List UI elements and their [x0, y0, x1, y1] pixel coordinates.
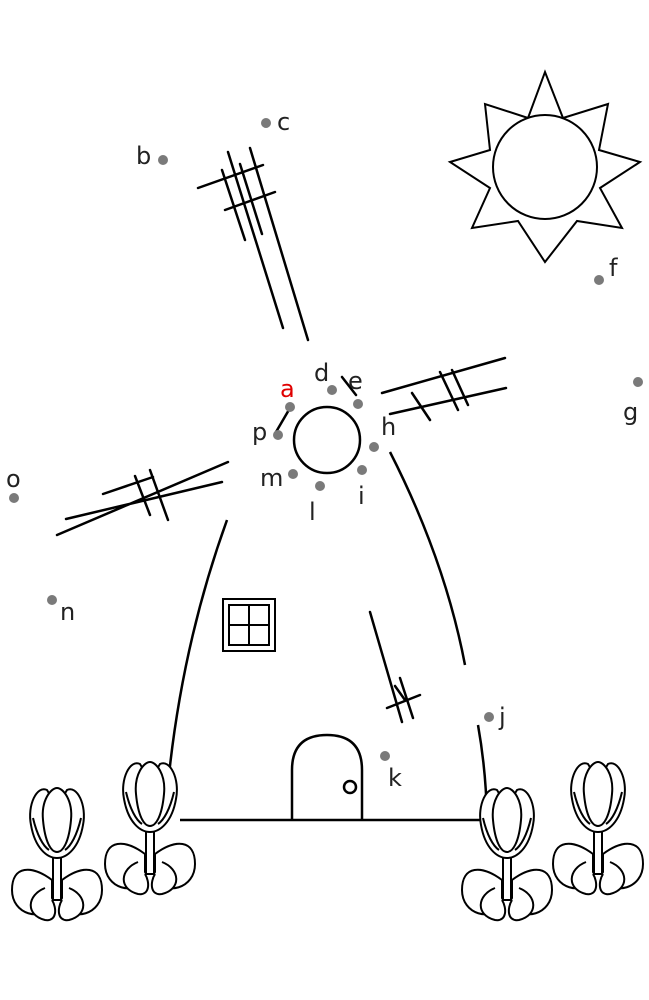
dot-e[interactable] [353, 399, 363, 409]
tulip-left [104, 761, 196, 896]
dot-label-e: e [348, 367, 363, 395]
window [222, 598, 276, 652]
dot-label-i: i [358, 482, 365, 510]
sun-icon [447, 69, 643, 264]
windmill-sails [55, 146, 508, 724]
windmill-tower [165, 451, 489, 822]
dot-label-p: p [252, 418, 267, 446]
tulip-right [461, 787, 553, 922]
dot-label-g: g [623, 398, 638, 426]
left-sail [55, 460, 230, 537]
tower-right-wall [388, 451, 467, 666]
tower-left-wall [165, 519, 229, 796]
dot-m[interactable] [288, 469, 298, 479]
dot-f[interactable] [594, 275, 604, 285]
sun-rays [447, 69, 643, 264]
dot-l[interactable] [315, 481, 325, 491]
dot-label-c: c [277, 108, 290, 136]
hub-stroke-2 [340, 375, 358, 397]
dot-label-a: a [280, 375, 295, 403]
dot-p[interactable] [273, 430, 283, 440]
dot-n[interactable] [47, 595, 57, 605]
dot-label-h: h [381, 413, 396, 441]
right-sail [380, 356, 508, 422]
dot-label-k: k [388, 764, 402, 792]
dot-a[interactable] [285, 402, 295, 412]
dot-h[interactable] [369, 442, 379, 452]
dot-d[interactable] [327, 385, 337, 395]
dot-b[interactable] [158, 155, 168, 165]
dot-label-f: f [609, 254, 618, 282]
door [290, 733, 364, 820]
dot-i[interactable] [357, 465, 367, 475]
dot-c[interactable] [261, 118, 271, 128]
dot-label-m: m [260, 464, 283, 492]
windmill-hub [292, 405, 362, 475]
tulip-far-right [552, 761, 644, 896]
dot-label-o: o [6, 465, 21, 493]
dot-j[interactable] [484, 712, 494, 722]
dot-o[interactable] [9, 493, 19, 503]
dot-label-b: b [136, 142, 151, 170]
lower-sail [368, 610, 422, 724]
dot-label-l: l [309, 498, 316, 526]
dot-k[interactable] [380, 751, 390, 761]
door-knob [342, 779, 358, 795]
tulip-bottom-left [11, 787, 103, 922]
hub-stroke [274, 406, 292, 434]
dot-g[interactable] [633, 377, 643, 387]
sun-disc [492, 114, 598, 220]
dot-label-j: j [498, 703, 506, 731]
dot-label-d: d [314, 359, 329, 387]
upper-sail [196, 146, 310, 342]
dot-label-n: n [60, 598, 75, 626]
